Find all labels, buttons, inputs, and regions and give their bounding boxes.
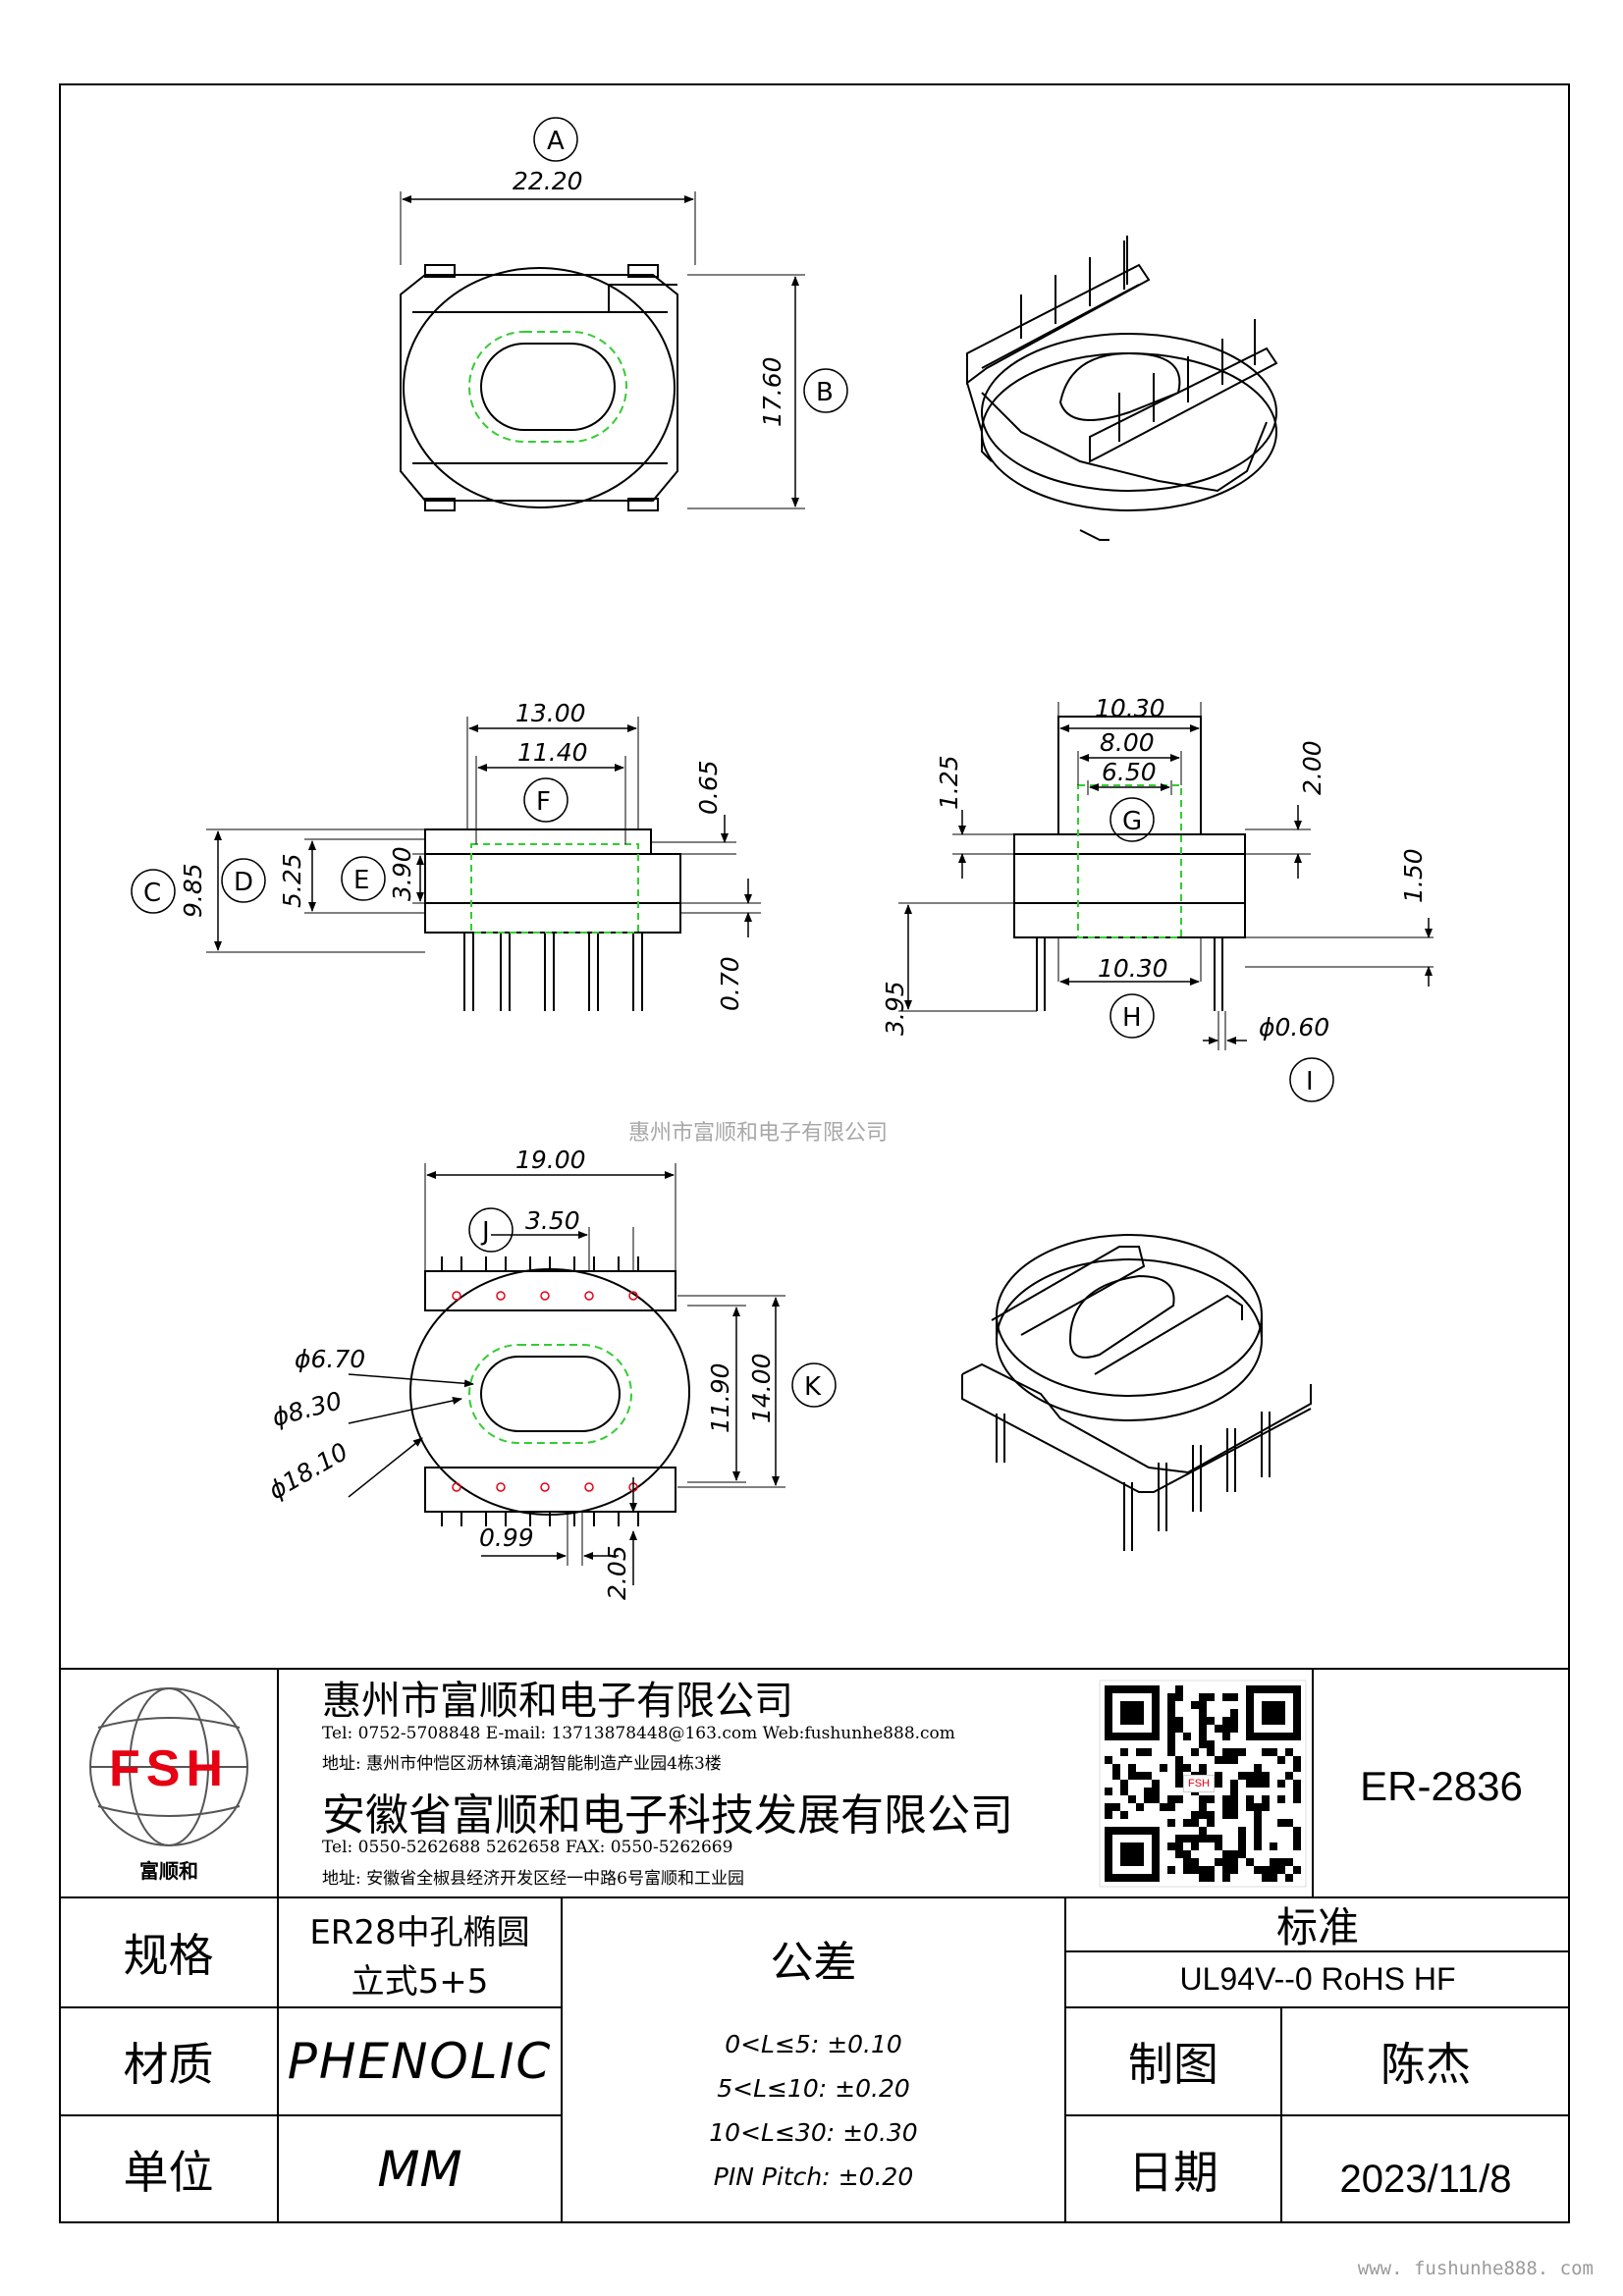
company2-address: 地址: 安徽省全椒县经济开发区经一中路6号富顺和工业园 — [322, 1869, 744, 1889]
drawn-by-label: 制图 — [1128, 2038, 1218, 2091]
dim-17-60: 17.60 — [758, 356, 786, 427]
label-g: G — [1122, 807, 1142, 836]
dim-3-50: 3.50 — [525, 1206, 580, 1235]
drawing-frame — [59, 83, 1570, 2223]
iso-view-top — [966, 236, 1278, 541]
tolerance-label: 公差 — [770, 1938, 857, 1988]
dim-6-50: 6.50 — [1102, 758, 1157, 786]
company-name-anhui: 安徽省富顺和电子科技发展有限公司 — [322, 1790, 1013, 1841]
label-d: D — [234, 868, 253, 897]
iso-view-bottom — [961, 1234, 1312, 1551]
label-j: J — [480, 1217, 490, 1247]
date-label: 日期 — [1128, 2146, 1218, 2199]
label-k: K — [804, 1372, 822, 1402]
unit-value: MM — [377, 2141, 462, 2198]
logo-caption: 富顺和 — [139, 1859, 198, 1883]
label-f: F — [536, 787, 551, 817]
dim-0-65: 0.65 — [694, 760, 723, 815]
dim-10-30-bottom: 10.30 — [1098, 954, 1168, 983]
tolerance-line: 10<L≤30: ±0.30 — [709, 2118, 918, 2147]
dim-22-20: 22.20 — [513, 167, 583, 195]
spec-value-line2: 立式5+5 — [351, 1961, 489, 2002]
dim-1-50: 1.50 — [1399, 848, 1428, 903]
company-name-huizhou: 惠州市富顺和电子有限公司 — [322, 1679, 793, 1724]
dim-3-90: 3.90 — [388, 846, 416, 901]
watermark-text: 惠州市富顺和电子有限公司 — [628, 1121, 889, 1146]
spec-value-line1: ER28中孔椭圆 — [309, 1912, 530, 1952]
part-number: ER-2836 — [1360, 1763, 1523, 1809]
dim-19-00: 19.00 — [515, 1146, 586, 1174]
dim-0-99: 0.99 — [479, 1523, 534, 1552]
dim-13-00: 13.00 — [515, 699, 586, 727]
tolerance-list: 0<L≤5: ±0.10 5<L≤10: ±0.20 10<L≤30: ±0.3… — [562, 2022, 1065, 2199]
tolerance-line: PIN Pitch: ±0.20 — [713, 2163, 914, 2191]
drawn-by-value: 陈杰 — [1380, 2038, 1471, 2091]
side-view — [898, 702, 1434, 1102]
dim-5-25: 5.25 — [278, 853, 306, 908]
label-i: I — [1306, 1067, 1314, 1096]
dim-0-70: 0.70 — [716, 956, 744, 1011]
company1-address: 地址: 惠州市仲恺区沥林镇滝湖智能制造产业园4栋3楼 — [322, 1754, 722, 1774]
tolerance-line: 0<L≤5: ±0.10 — [725, 2030, 902, 2058]
company2-contact: Tel: 0550-5262688 5262658 FAX: 0550-5262… — [322, 1838, 733, 1857]
dim-11-40: 11.40 — [517, 738, 588, 767]
standard-label: 标准 — [1275, 1903, 1359, 1951]
standard-value: UL94V--0 RoHS HF — [1179, 1961, 1456, 1997]
front-view — [131, 717, 761, 1011]
label-b: B — [816, 378, 834, 407]
dim-phi-6-70: ϕ6.70 — [295, 1345, 365, 1373]
dim-1-25: 1.25 — [935, 755, 963, 810]
qr-caption: FSH — [1183, 1775, 1215, 1792]
dim-9-85: 9.85 — [179, 863, 207, 918]
company1-contact: Tel: 0752-5708848 E-mail: 13713878448@16… — [322, 1724, 955, 1743]
dim-10-30-top: 10.30 — [1095, 694, 1165, 722]
dimension-texts: A 22.20 B 17.60 13.00 11.40 F 0.65 C 9.8… — [143, 127, 1428, 1600]
dim-14-00: 14.00 — [747, 1353, 776, 1423]
unit-label: 单位 — [123, 2146, 214, 2199]
tolerance-line: 5<L≤10: ±0.20 — [717, 2074, 910, 2103]
logo-fsh-text: FSH — [109, 1740, 229, 1797]
dim-3-95: 3.95 — [881, 981, 909, 1036]
material-value: PHENOLIC — [287, 2033, 553, 2090]
dim-phi-18-10: ϕ18.10 — [264, 1437, 353, 1505]
dim-2-05: 2.05 — [603, 1545, 631, 1600]
dim-phi-0-60: ϕ0.60 — [1259, 1013, 1329, 1041]
dim-phi-8-30: ϕ8.30 — [269, 1386, 345, 1432]
dim-11-90: 11.90 — [706, 1362, 734, 1433]
top-view — [400, 117, 848, 511]
spec-label: 规格 — [123, 1929, 214, 1982]
fsh-logo — [89, 1687, 248, 1846]
label-e: E — [353, 866, 369, 895]
label-a: A — [547, 127, 565, 156]
label-c: C — [143, 879, 161, 908]
date-value: 2023/11/8 — [1339, 2157, 1512, 2201]
label-h: H — [1122, 1003, 1142, 1033]
footer-url: www. fushunhe888. com — [1357, 2258, 1594, 2279]
material-label: 材质 — [123, 2038, 214, 2091]
dim-2-00: 2.00 — [1298, 740, 1326, 795]
title-block-grid — [59, 1668, 1570, 2223]
bottom-view — [348, 1163, 837, 1585]
dim-8-00: 8.00 — [1100, 728, 1155, 757]
